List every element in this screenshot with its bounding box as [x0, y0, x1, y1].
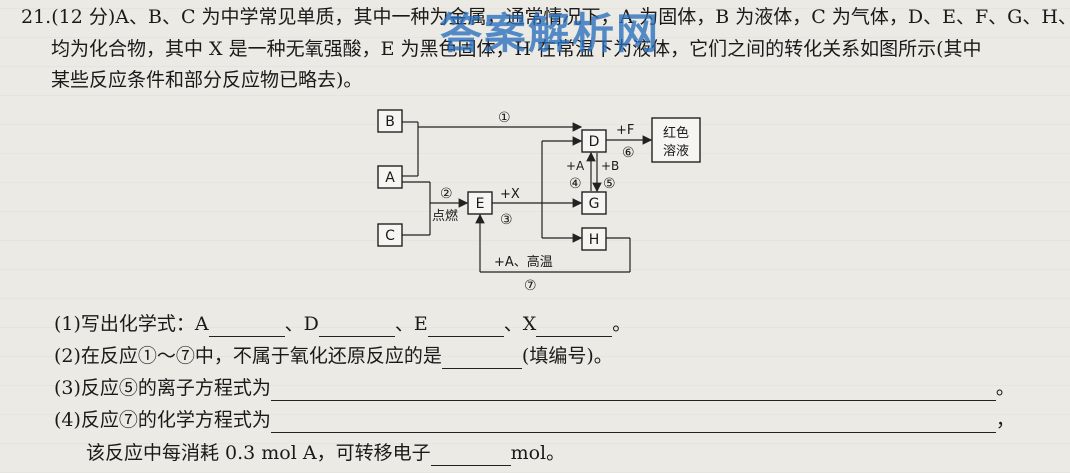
answer-blank-q4[interactable]	[270, 412, 996, 433]
svg-text:G: G	[589, 196, 600, 212]
svg-text:H: H	[589, 232, 600, 248]
conversion-diagram: B A C E D G H 红色 溶液 ① ② 点燃 +X ③	[377, 109, 701, 294]
reaction-1-label: ①	[498, 110, 511, 126]
reaction-6-label: ⑥	[622, 145, 635, 161]
question-2: (2)在反应①～⑦中，不属于氧化还原反应的是 (填编号)。	[54, 343, 613, 369]
q4b-end: mol。	[510, 442, 566, 464]
q2-end: (填编号)。	[521, 345, 613, 367]
answer-blank-A[interactable]	[208, 316, 285, 337]
reaction-4-label: ④	[569, 176, 582, 192]
reaction-3-label: ③	[500, 212, 513, 228]
answer-blank-E[interactable]	[427, 316, 504, 337]
plus-X-label: +X	[500, 187, 520, 202]
plus-F-label: +F	[616, 123, 634, 138]
q1-end: 。	[612, 313, 632, 335]
q3-end: 。	[995, 377, 1015, 399]
question-4b: 该反应中每消耗 0.3 mol A，可转移电子 mol。	[86, 440, 565, 466]
plus-A-high-temp-label: +A、高温	[494, 254, 553, 270]
box-A: A	[377, 165, 403, 189]
question-line-3: 某些反应条件和部分反应物已略去)。	[51, 69, 363, 91]
svg-text:红色: 红色	[663, 125, 689, 141]
svg-text:A: A	[385, 170, 395, 186]
svg-text:B: B	[385, 114, 395, 130]
watermark: 答案解析网	[440, 9, 661, 58]
svg-text:E: E	[476, 196, 485, 212]
box-C: C	[377, 223, 403, 247]
q1-d: 、D	[284, 313, 319, 335]
answer-blank-q2[interactable]	[441, 348, 522, 369]
q1-e: 、E	[394, 313, 428, 335]
reaction-5-label: ⑤	[603, 176, 616, 192]
q2-prefix: (2)在反应①～⑦中，不属于氧化还原反应的是	[54, 345, 442, 367]
q3-prefix: (3)反应⑤的离子方程式为	[54, 377, 271, 399]
svg-text:溶液: 溶液	[663, 144, 689, 159]
question-3: (3)反应⑤的离子方程式为 。	[54, 375, 1015, 401]
question-4: (4)反应⑦的化学方程式为 ，	[54, 407, 1015, 433]
question-line-2: 均为化合物，其中 X 是一种无氧强酸，E 为黑色固体，H 在常温下为液体，它们之…	[51, 38, 982, 60]
svg-text:C: C	[385, 228, 395, 244]
box-H: H	[581, 227, 607, 251]
box-E: E	[467, 191, 493, 215]
ignite-label: 点燃	[432, 208, 458, 224]
box-D: D	[581, 129, 607, 153]
q4-end: ，	[995, 409, 1015, 431]
svg-text:D: D	[589, 134, 600, 150]
box-red-solution: 红色 溶液	[651, 117, 701, 163]
answer-blank-D[interactable]	[318, 316, 395, 337]
question-1: (1)写出化学式：A 、D 、E 、X 。	[54, 311, 631, 337]
q4-prefix: (4)反应⑦的化学方程式为	[54, 409, 271, 431]
box-G: G	[581, 191, 607, 215]
question-line-1: 21.(12 分)A、B、C 为中学常见单质，其中一种为金属，通常情况下，A 为…	[21, 6, 1070, 28]
plus-B-label: +B	[601, 159, 619, 173]
reaction-7-label: ⑦	[524, 278, 537, 294]
answer-blank-electrons[interactable]	[430, 445, 511, 466]
reaction-2-label: ②	[440, 186, 453, 202]
q1-prefix: (1)写出化学式：A	[54, 313, 209, 335]
answer-blank-q3[interactable]	[270, 380, 996, 401]
q4b-prefix: 该反应中每消耗 0.3 mol A，可转移电子	[86, 442, 431, 464]
q1-x: 、X	[503, 313, 537, 335]
answer-blank-X[interactable]	[536, 316, 613, 337]
box-B: B	[377, 109, 403, 133]
plus-A-label: +A	[566, 159, 585, 173]
